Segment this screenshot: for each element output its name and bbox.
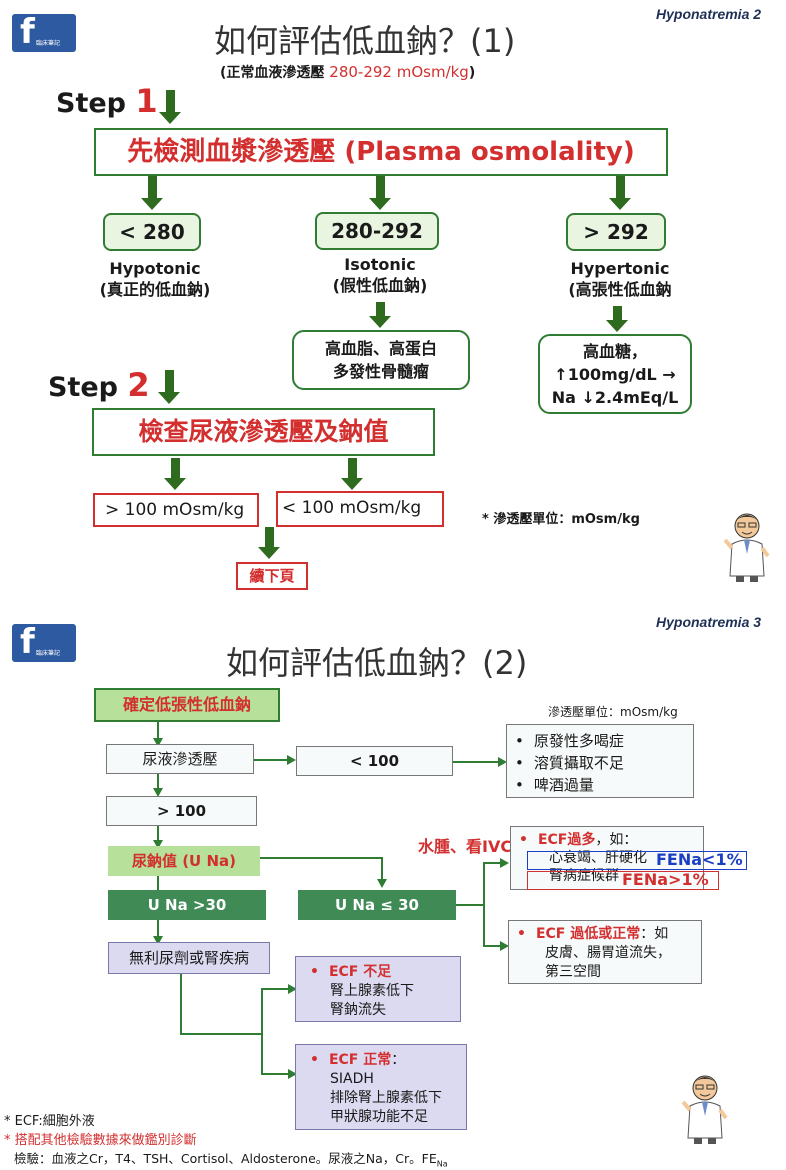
lt100-box: < 100 bbox=[296, 746, 453, 776]
connector bbox=[180, 972, 182, 1034]
down-arrow-icon bbox=[141, 176, 163, 210]
step2-label: Step 2 bbox=[48, 366, 150, 404]
hypotonic-label: Hypotonic (真正的低血鈉) bbox=[99, 259, 211, 299]
gt100-box: > 100 bbox=[106, 796, 257, 826]
footnote-ecf: * ECF:細胞外液 bbox=[4, 1114, 95, 1129]
continue-box: 續下頁 bbox=[236, 562, 308, 590]
isotonic-value-box: 280-292 bbox=[315, 212, 439, 250]
fena-high-label: FENa>1% bbox=[622, 870, 709, 889]
arrow-right-icon bbox=[500, 858, 509, 868]
connector bbox=[261, 988, 263, 1074]
urine-osmolality-box: 檢查尿液滲透壓及鈉值 bbox=[92, 408, 435, 456]
down-arrow-icon bbox=[164, 458, 186, 490]
arrow-down-icon bbox=[153, 738, 163, 747]
hyperglycemia-note-box: 高血糖， ↑100mg/dL → Na ↓2.4mEq/L bbox=[538, 334, 692, 414]
isotonic-causes-box: 高血脂、高蛋白 多發性骨髓瘤 bbox=[292, 330, 470, 390]
logo-text: 臨床筆記 bbox=[36, 40, 61, 47]
no-diuretic-box: 無利尿劑或腎疾病 bbox=[108, 942, 270, 974]
subtitle: (正常血液滲透壓 280-292 mOsm/kg) bbox=[220, 63, 476, 81]
unit-note: * 滲透壓單位：mOsm/kg bbox=[482, 512, 640, 527]
doctor-icon bbox=[724, 513, 770, 582]
slide-title: 如何評估低血鈉？(2) bbox=[226, 644, 528, 682]
arrow-right-icon bbox=[287, 755, 296, 765]
facebook-logo: f 臨床筆記 bbox=[12, 622, 76, 662]
down-arrow-icon bbox=[258, 527, 280, 559]
connector bbox=[261, 988, 289, 990]
list-item: •啤酒過量 bbox=[515, 776, 594, 794]
arrow-down-icon bbox=[377, 879, 387, 888]
hypotonic-value-box: < 280 bbox=[103, 213, 201, 251]
edema-label: 水腫、看IVC bbox=[418, 837, 513, 856]
facebook-icon: f bbox=[20, 622, 35, 662]
connector bbox=[483, 862, 501, 864]
slide-tag: Hyponatremia 3 bbox=[656, 614, 762, 630]
down-arrow-icon bbox=[369, 176, 391, 210]
urine-high-box: > 100 mOsm/kg bbox=[93, 493, 259, 527]
doctor-icon bbox=[682, 1075, 728, 1144]
connector bbox=[453, 761, 499, 763]
arrow-right-icon bbox=[288, 984, 297, 994]
connector bbox=[157, 920, 159, 940]
connector bbox=[381, 857, 383, 883]
urine-low-box: < 100 mOsm/kg bbox=[276, 491, 444, 527]
una-box: 尿鈉值 (U Na) bbox=[108, 846, 260, 876]
plasma-osmolality-box: 先檢測血漿滲透壓 (Plasma osmolality) bbox=[94, 128, 668, 176]
urine-osm-box: 尿液滲透壓 bbox=[106, 744, 254, 774]
una-le30-box: U Na ≤ 30 bbox=[298, 890, 456, 920]
down-arrow-icon bbox=[369, 302, 391, 328]
down-arrow-icon bbox=[159, 90, 181, 124]
fena-low-outline bbox=[527, 851, 747, 870]
ecf-normal-box: •ECF 正常： SIADH 排除腎上腺素低下 甲狀腺功能不足 bbox=[295, 1044, 467, 1130]
connector bbox=[157, 826, 159, 844]
confirm-hypotonic-box: 確定低張性低血鈉 bbox=[94, 688, 280, 722]
connector bbox=[483, 862, 485, 946]
fena-high-outline bbox=[527, 871, 719, 890]
connector bbox=[260, 857, 382, 859]
hypertonic-value-box: > 292 bbox=[566, 213, 666, 251]
down-arrow-icon bbox=[341, 458, 363, 490]
ecf-deficit-box: •ECF 不足 腎上腺素低下 腎鈉流失 bbox=[295, 956, 461, 1022]
down-arrow-icon bbox=[158, 370, 180, 404]
slide-tag: Hyponatremia 2 bbox=[656, 6, 762, 22]
arrow-down-icon bbox=[153, 788, 163, 797]
facebook-logo: f 臨床筆記 bbox=[12, 12, 76, 52]
una-gt30-box: U Na >30 bbox=[108, 890, 266, 920]
facebook-icon: f bbox=[20, 12, 35, 52]
down-arrow-icon bbox=[609, 176, 631, 210]
list-item: •溶質攝取不足 bbox=[515, 754, 624, 772]
connector bbox=[456, 904, 484, 906]
ecf-low-box: •ECF 過低或正常：如 皮膚、腸胃道流失， 第三空間 bbox=[508, 920, 702, 984]
connector bbox=[157, 722, 159, 742]
hypertonic-label: Hypertonic (高張性低血鈉 bbox=[568, 259, 672, 299]
isotonic-label: Isotonic (假性低血鈉) bbox=[332, 255, 428, 295]
slide-title: 如何評估低血鈉？(1) bbox=[214, 22, 516, 60]
connector bbox=[254, 759, 288, 761]
connector bbox=[483, 945, 501, 947]
lt100-causes-box: •原發性多喝症 •溶質攝取不足 •啤酒過量 bbox=[506, 724, 694, 798]
footnote-labs: 檢驗：血液之Cr，T4、TSH、Cortisol、Aldosterone。尿液之… bbox=[14, 1151, 448, 1169]
connector bbox=[157, 774, 159, 792]
connector bbox=[261, 1073, 289, 1075]
connector bbox=[180, 1033, 262, 1035]
arrow-down-icon bbox=[153, 936, 163, 945]
footnote-diff: * 搭配其他檢驗數據來做鑑別診斷 bbox=[4, 1133, 197, 1148]
arrow-down-icon bbox=[153, 840, 163, 849]
arrow-right-icon bbox=[498, 757, 507, 767]
step1-label: Step 1 bbox=[56, 82, 158, 120]
fena-low-label: FENa<1% bbox=[656, 850, 743, 869]
down-arrow-icon bbox=[606, 306, 628, 332]
unit-note: 滲透壓單位：mOsm/kg bbox=[548, 705, 678, 719]
arrow-right-icon bbox=[288, 1069, 297, 1079]
list-item: •原發性多喝症 bbox=[515, 732, 624, 750]
logo-text: 臨床筆記 bbox=[36, 650, 61, 657]
arrow-right-icon bbox=[500, 941, 509, 951]
connector bbox=[157, 876, 159, 890]
